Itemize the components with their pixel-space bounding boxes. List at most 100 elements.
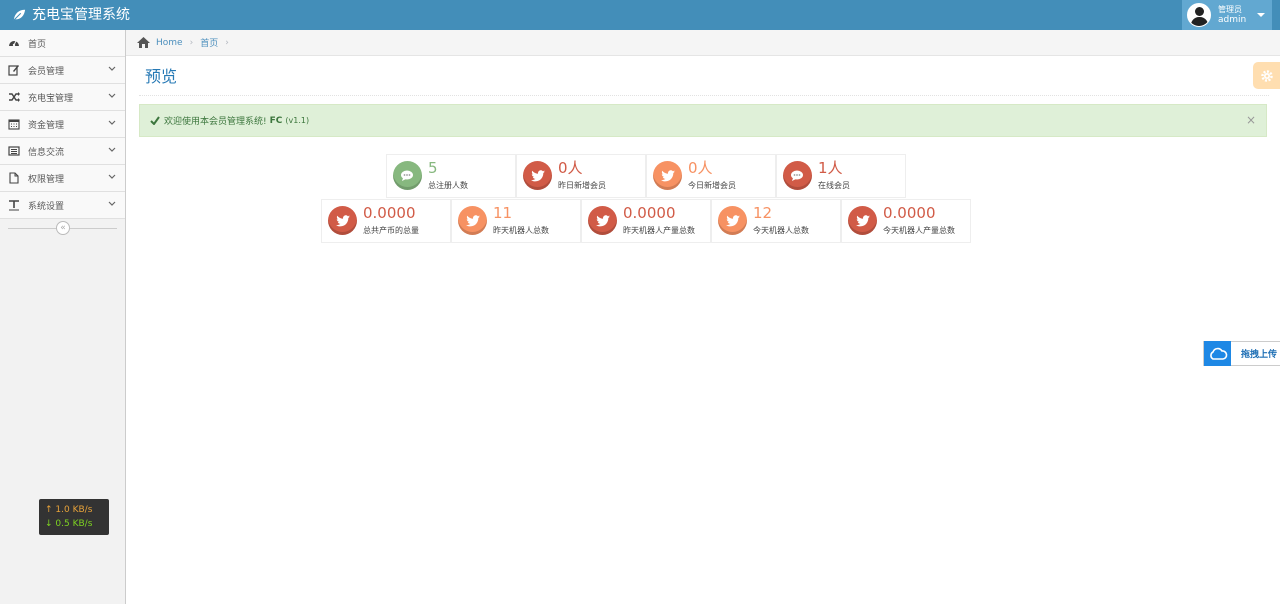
sidebar-item-label: 权限管理 [28, 174, 65, 185]
caret-down-icon [1257, 13, 1266, 17]
twitter-icon [718, 206, 747, 235]
breadcrumb-separator: › [189, 37, 194, 48]
dashboard-icon [8, 37, 20, 49]
home-icon [137, 37, 150, 48]
file-icon [8, 172, 20, 184]
chevron-down-icon [108, 120, 116, 125]
download-speed: ↓ 0.5 KB/s [45, 519, 93, 529]
app-title: 充电宝管理系统 [32, 7, 130, 23]
top-navbar: 充电宝管理系统 管理员 admin [0, 0, 1280, 30]
check-icon [150, 116, 160, 125]
download-speed-value: 0.5 KB/s [55, 519, 93, 529]
sidebar-item-label: 会员管理 [28, 66, 65, 77]
calendar-icon [8, 118, 20, 130]
page-header: 预览 [139, 60, 1269, 96]
stat-card: 0人昨日新增会员 [516, 154, 646, 198]
sidebar-item-label: 信息交流 [28, 147, 65, 158]
random-icon [8, 91, 20, 103]
stat-label: 在线会员 [818, 181, 850, 190]
twitter-icon [588, 206, 617, 235]
sidebar-item-messages[interactable]: 信息交流 [0, 138, 125, 165]
stat-label: 今天机器人总数 [753, 226, 809, 235]
chevron-down-icon [108, 174, 116, 179]
stat-card: 0.0000 昨天机器人产量总数 [581, 199, 711, 243]
chevron-down-icon [108, 66, 116, 71]
alert-text: 欢迎使用本会员管理系统! [164, 117, 267, 127]
upload-label: 拖拽上传 [1241, 350, 1278, 360]
sidebar-item-label: 首页 [28, 39, 47, 50]
edit-icon [8, 64, 20, 76]
chevron-down-icon [108, 147, 116, 152]
breadcrumb-current[interactable]: 首页 [200, 39, 219, 49]
stat-value: 12 [753, 204, 773, 222]
stat-card: 12 今天机器人总数 [711, 199, 841, 243]
drag-upload-widget[interactable]: 拖拽上传 [1203, 341, 1280, 366]
sidebar-item-permissions[interactable]: 权限管理 [0, 165, 125, 192]
stat-card: 11 昨天机器人总数 [451, 199, 581, 243]
sidebar-collapse: « [0, 219, 125, 237]
stat-value: 1人 [818, 159, 843, 177]
sidebar-item-label: 充电宝管理 [28, 93, 74, 104]
stat-card: 5 总注册人数 [386, 154, 516, 198]
twitter-icon [848, 206, 877, 235]
comments-icon [393, 161, 422, 190]
alert-brand: FC [269, 115, 283, 126]
stat-value: 0.0000 [883, 204, 936, 222]
gear-icon [1260, 69, 1273, 82]
stat-value: 5 [428, 159, 438, 177]
stat-label: 总共产币的总量 [363, 226, 419, 235]
twitter-icon [328, 206, 357, 235]
sidebar: 首页 会员管理 充电宝管理 资金管理 信息交流 权限管理 [0, 30, 126, 604]
network-speed-widget: ↑ 1.0 KB/s ↓ 0.5 KB/s [39, 499, 109, 535]
stat-card: 1人在线会员 [776, 154, 906, 198]
stat-label: 昨日新增会员 [558, 181, 606, 190]
page-title: 预览 [145, 67, 178, 86]
chevron-down-icon [108, 201, 116, 206]
user-menu[interactable]: 管理员 admin [1182, 0, 1272, 30]
sidebar-item-label: 系统设置 [28, 201, 65, 212]
alert-version: (v1.1) [285, 116, 310, 125]
breadcrumb-home[interactable]: Home [156, 37, 183, 48]
stat-label: 今天机器人产量总数 [883, 226, 955, 235]
stat-label: 昨天机器人产量总数 [623, 226, 695, 235]
sidebar-item-settings[interactable]: 系统设置 [0, 192, 125, 219]
stat-label: 昨天机器人总数 [493, 226, 549, 235]
twitter-icon [458, 206, 487, 235]
stat-card: 0人今日新增会员 [646, 154, 776, 198]
sidebar-item-powerbank[interactable]: 充电宝管理 [0, 84, 125, 111]
breadcrumb: Home › 首页 › [126, 30, 1280, 56]
twitter-icon [523, 161, 552, 190]
stat-label: 今日新增会员 [688, 181, 736, 190]
user-info: 管理员 admin [1218, 5, 1246, 25]
brand[interactable]: 充电宝管理系统 [12, 0, 130, 30]
sidebar-item-members[interactable]: 会员管理 [0, 57, 125, 84]
stat-card: 0.0000 今天机器人产量总数 [841, 199, 971, 243]
sidebar-item-home[interactable]: 首页 [0, 30, 125, 57]
welcome-alert: 欢迎使用本会员管理系统! FC (v1.1) × [139, 104, 1267, 137]
collapse-sidebar-button[interactable]: « [56, 221, 70, 235]
list-icon [8, 145, 20, 157]
leaf-icon [13, 9, 26, 21]
chevron-down-icon [108, 93, 116, 98]
stat-value: 0.0000 [363, 204, 416, 222]
upload-speed-value: 1.0 KB/s [55, 505, 93, 515]
breadcrumb-separator: › [225, 37, 229, 48]
stat-value: 0人 [688, 159, 713, 177]
user-role: 管理员 [1218, 5, 1242, 14]
sidebar-item-funds[interactable]: 资金管理 [0, 111, 125, 138]
avatar [1187, 3, 1211, 27]
sidebar-item-label: 资金管理 [28, 120, 65, 131]
stat-value: 0.0000 [623, 204, 676, 222]
text-width-icon [8, 199, 20, 211]
user-name: admin [1218, 15, 1247, 25]
stat-value: 11 [493, 204, 513, 222]
ace-settings-button[interactable] [1253, 62, 1280, 89]
cloud-icon [1204, 341, 1231, 366]
close-icon[interactable]: × [1245, 113, 1256, 127]
stat-card: 0.0000 总共产币的总量 [321, 199, 451, 243]
upload-speed: ↑ 1.0 KB/s [45, 505, 93, 515]
stat-label: 总注册人数 [428, 181, 468, 190]
twitter-icon [653, 161, 682, 190]
stat-value: 0人 [558, 159, 583, 177]
comments-icon [783, 161, 812, 190]
